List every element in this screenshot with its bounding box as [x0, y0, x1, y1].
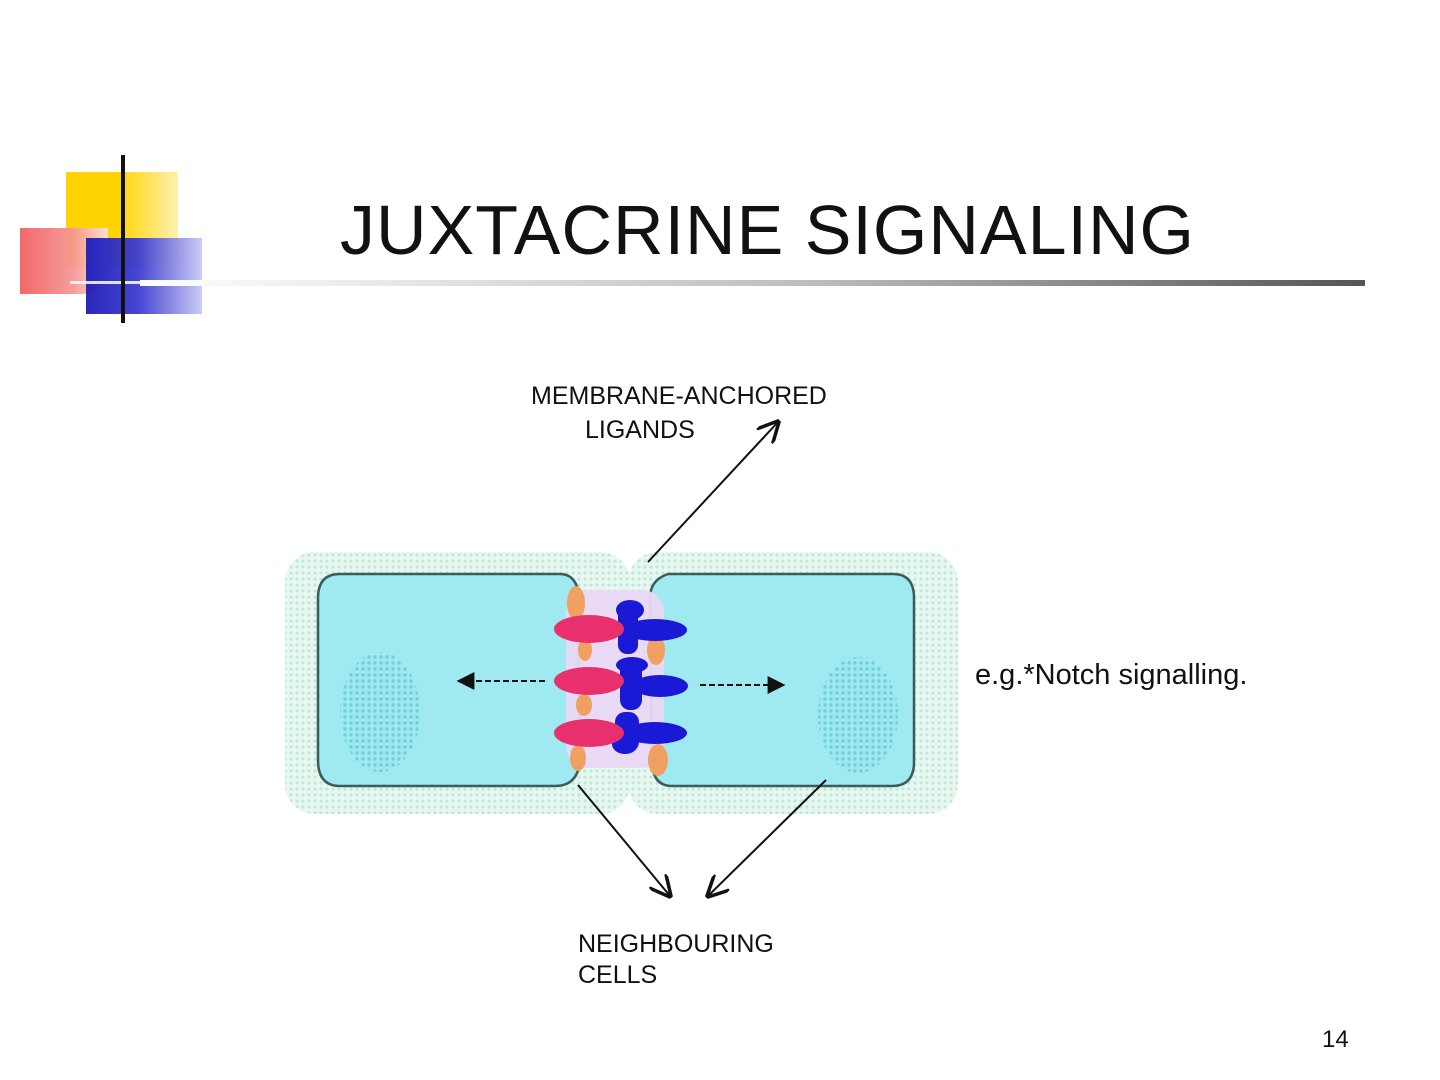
logo-vertical-line: [121, 155, 125, 323]
ligands-label-line1: MEMBRANE-ANCHORED: [531, 382, 827, 410]
cells-pointer-arrow-left: [577, 784, 670, 896]
slide-title: JUXTACRINE SIGNALING: [340, 191, 1195, 269]
receptors: [612, 600, 688, 754]
ligand-anchors: [567, 586, 668, 776]
left-cell-nucleus: [340, 652, 420, 772]
logo-horizontal-line: [70, 281, 200, 284]
example-text: e.g.*Notch signalling.: [975, 659, 1248, 691]
cells-pointer-arrow-right: [708, 779, 827, 896]
right-cell-nucleus: [818, 657, 898, 773]
title-underline: [140, 280, 1365, 286]
page-number: 14: [1322, 1026, 1349, 1053]
ligands-pointer-arrow: [647, 422, 778, 563]
ligands: [554, 615, 624, 747]
logo-blue-square: [86, 238, 202, 314]
cells-label-line2: CELLS: [578, 961, 658, 989]
ligands-label-line2: LIGANDS: [585, 416, 695, 444]
cells-label-line1: NEIGHBOURING: [578, 930, 774, 958]
slide-logo: [0, 0, 240, 340]
